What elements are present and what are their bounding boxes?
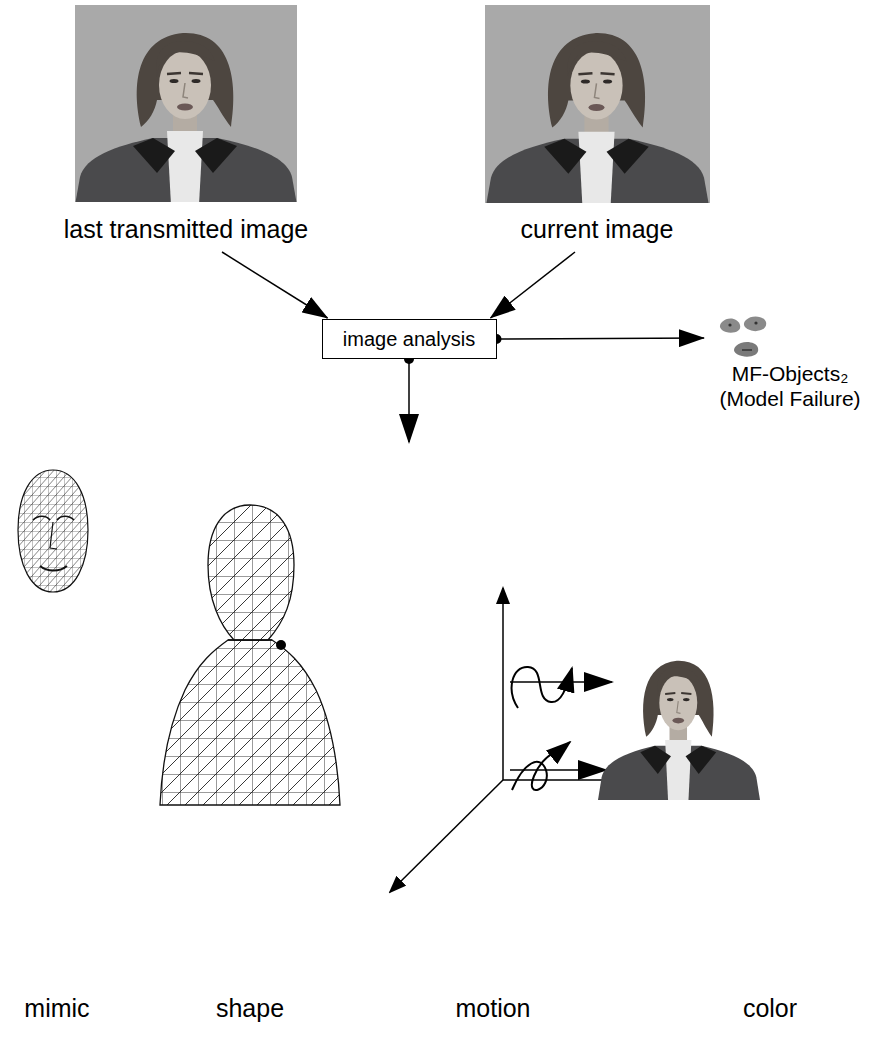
image-panel: current image [485, 5, 710, 244]
flow-arrow [497, 338, 705, 339]
part-label: mimic [24, 993, 89, 1023]
model-failure-objects [720, 316, 766, 356]
output-arrow [404, 354, 414, 442]
box-label: image analysis [341, 327, 478, 351]
mimic-face-mesh [18, 470, 88, 592]
color-texture [598, 661, 760, 800]
flow-arrow [491, 252, 576, 318]
caption: MF-Objects₂ (Model Failure) [704, 361, 876, 411]
part-label: shape [216, 993, 284, 1023]
caption: current image [485, 214, 710, 244]
flow-arrow [222, 252, 328, 318]
caption: last transmitted image [62, 214, 311, 244]
process-box: image analysis [322, 319, 497, 359]
image-panel: last transmitted image [62, 5, 311, 244]
shape-wireframe [160, 505, 340, 805]
part-label: motion [455, 993, 530, 1023]
model-failure-node: MF-Objects₂ (Model Failure) [704, 313, 876, 411]
part-label: color [743, 993, 797, 1023]
last-image-photo [75, 5, 297, 205]
current-image-photo [485, 5, 710, 206]
motion-axes [390, 588, 660, 892]
